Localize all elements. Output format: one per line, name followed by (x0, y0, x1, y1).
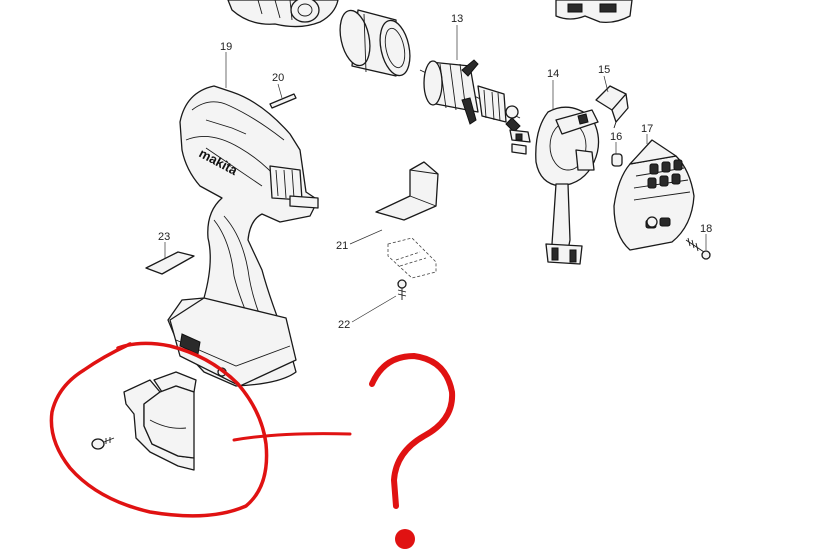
callout-18: 18 (700, 223, 712, 235)
top-right-switch-part (555, 0, 633, 24)
callout-21: 21 (336, 240, 348, 252)
callout-15: 15 (598, 64, 610, 76)
part-13-armature (419, 59, 521, 133)
callout-14: 14 (547, 68, 559, 80)
belt-clip-screw (91, 437, 115, 450)
part-15-spring-clip (595, 85, 629, 129)
callout-19: 19 (220, 41, 232, 53)
part-17-rear-cover (613, 139, 695, 251)
red-question-mark (369, 353, 456, 549)
red-circle-annotation (49, 341, 352, 518)
leader-lines (164, 25, 707, 323)
part-19-drill-housing: makita (167, 85, 319, 387)
part-13-magnet-housing (339, 9, 411, 77)
part-16-cap (611, 153, 623, 167)
part-21-bracket (375, 161, 439, 279)
part-20-pin (269, 93, 297, 109)
callout-17: 17 (641, 123, 653, 135)
callout-16: 16 (610, 131, 622, 143)
question-mark-dot (395, 529, 415, 549)
callout-13: 13 (451, 13, 463, 25)
top-gear-assembly-part (227, 0, 339, 28)
part-22-screw (397, 279, 407, 300)
part-14-brush-plate (535, 106, 600, 265)
part-18-screw (685, 237, 711, 260)
callout-numbers: 13 14 15 16 17 18 19 20 21 22 23 (158, 13, 712, 331)
brush-holder-pieces (509, 129, 531, 155)
callout-22: 22 (338, 319, 350, 331)
callout-23: 23 (158, 231, 170, 243)
callout-20: 20 (272, 72, 284, 84)
part-23-label-plate (145, 251, 195, 275)
belt-clip (123, 371, 197, 471)
